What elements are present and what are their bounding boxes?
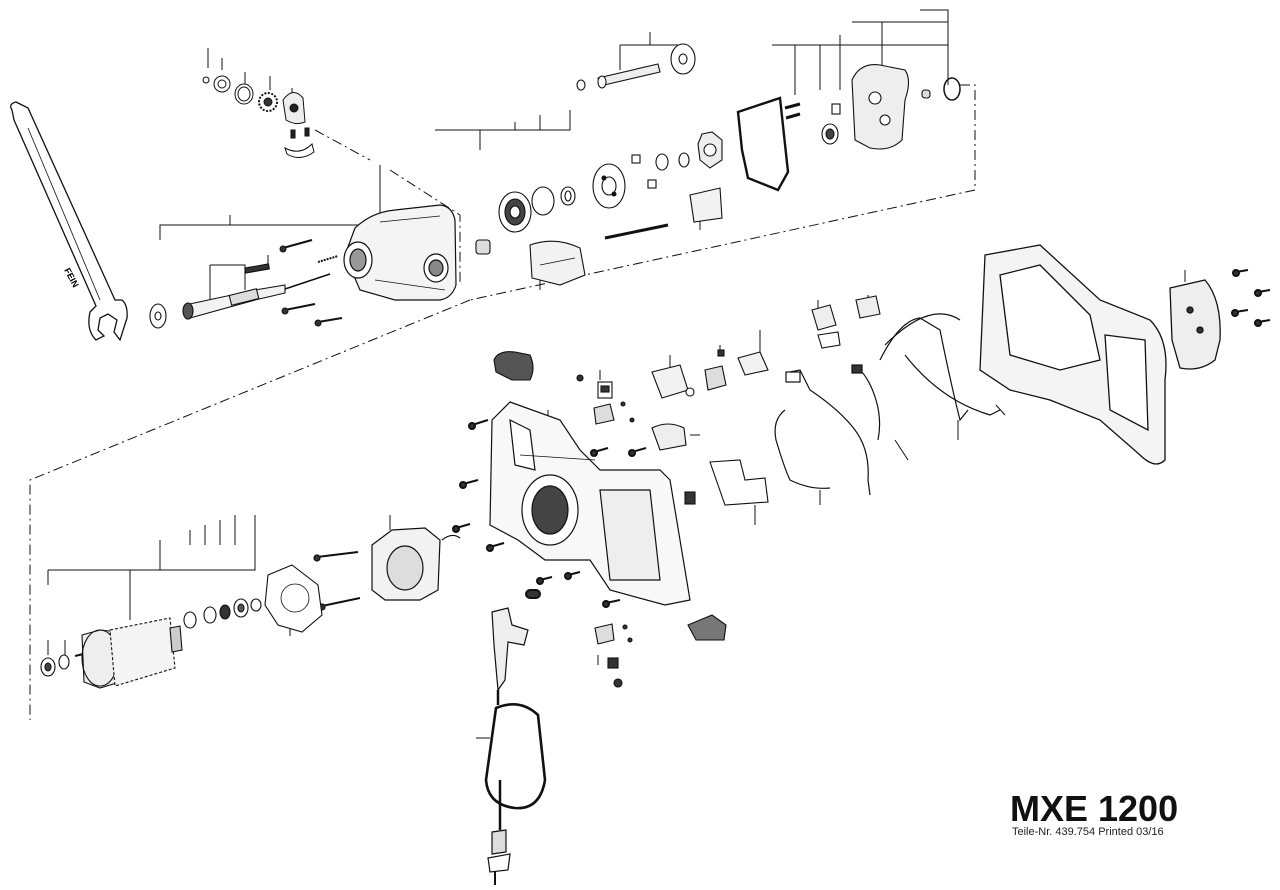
part-number-line: Teile-Nr. 439.754 Printed 03/16 — [1012, 826, 1164, 838]
armature — [40, 598, 262, 689]
gear-cover-assembly — [736, 64, 961, 192]
electrical-components — [493, 349, 769, 688]
motor-housing-screws — [452, 419, 647, 608]
wiring-harness — [774, 313, 1001, 496]
handle-screws — [1231, 269, 1271, 327]
switch-brackets — [811, 295, 881, 349]
spanner-wrench: FEIN — [10, 101, 128, 342]
gear-cluster-small — [202, 75, 315, 158]
assembly-guide-lines — [29, 84, 976, 720]
stator — [313, 527, 461, 611]
intermediate-shaft — [576, 43, 696, 91]
motor-housing — [489, 401, 691, 606]
callout-lines — [47, 9, 1186, 739]
power-cord — [484, 607, 547, 885]
air-baffle — [264, 564, 323, 633]
output-spindle — [149, 263, 331, 329]
housing-screws — [279, 239, 343, 327]
model-title: MXE 1200 — [1010, 788, 1179, 829]
wrench-logo: FEIN — [62, 266, 80, 289]
handle-shell — [979, 244, 1221, 465]
gear-stage-parts — [475, 131, 723, 286]
front-gear-housing — [343, 204, 457, 301]
